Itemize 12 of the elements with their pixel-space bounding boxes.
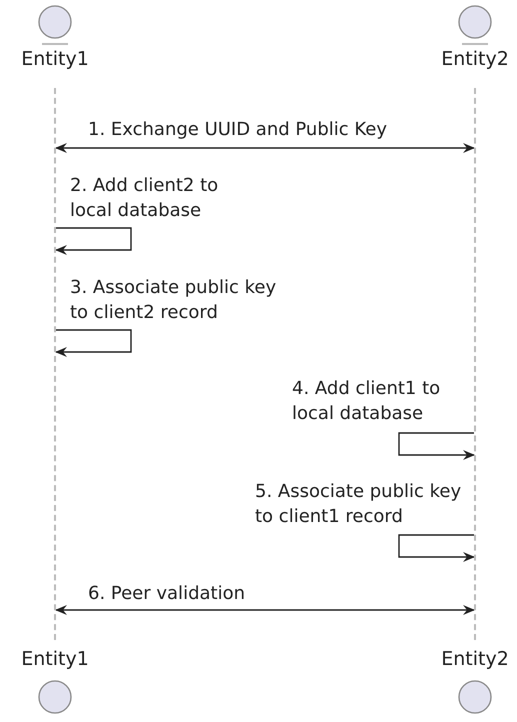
message-arrow — [398, 432, 475, 460]
lifeline — [474, 88, 476, 640]
message-arrow — [55, 227, 132, 255]
participant-label: Entity1 — [20, 647, 90, 672]
message-arrow — [55, 143, 475, 153]
message-arrow — [55, 605, 475, 615]
lifeline — [54, 88, 56, 640]
message-arrow — [398, 534, 475, 562]
participant-label: Entity1 — [20, 47, 90, 72]
participant-label: Entity2 — [440, 647, 510, 672]
participant-label: Entity2 — [440, 47, 510, 72]
message-arrow — [55, 329, 132, 357]
